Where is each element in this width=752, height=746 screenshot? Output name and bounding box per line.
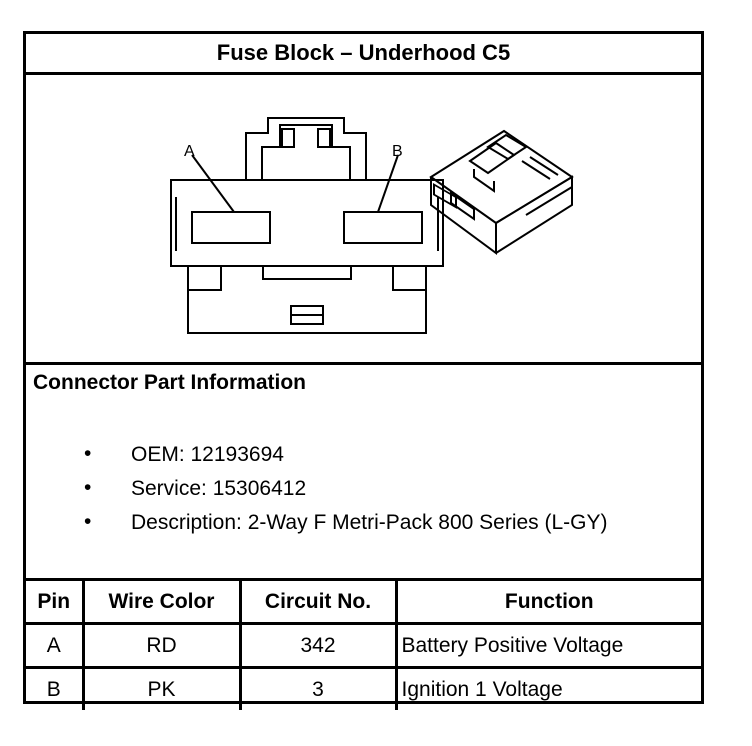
latch-outline xyxy=(245,117,367,180)
iso-latch-ridge xyxy=(486,133,528,161)
iso-side xyxy=(495,175,573,254)
leader-b xyxy=(377,154,399,213)
iso-front xyxy=(430,177,497,255)
lower-shroud xyxy=(187,266,427,334)
connector-drawing: A B xyxy=(170,117,574,334)
leader-a xyxy=(191,154,235,213)
cell-pin: B xyxy=(26,666,85,710)
latch-slot-left xyxy=(281,128,295,148)
page-title: Fuse Block – Underhood C5 xyxy=(26,34,701,75)
col-header-circuit-no: Circuit No. xyxy=(238,581,398,625)
iso-rib xyxy=(521,156,559,180)
latch-inner xyxy=(261,124,351,180)
connector-body xyxy=(170,179,444,267)
latch-slot-right xyxy=(317,128,331,148)
connector-figure: A B xyxy=(26,75,701,365)
bullet-icon: • xyxy=(84,476,92,499)
cell-wire-color: PK xyxy=(81,666,242,710)
cell-function: Battery Positive Voltage xyxy=(394,622,701,669)
table-row: A RD 342 Battery Positive Voltage xyxy=(26,622,701,669)
cell-function: Ignition 1 Voltage xyxy=(394,666,701,710)
oem-number: OEM: 12193694 xyxy=(131,443,284,466)
cell-circuit-no: 3 xyxy=(238,666,398,710)
connector-part-information: Connector Part Information • OEM: 121936… xyxy=(26,365,701,581)
lower-notches xyxy=(262,266,352,280)
connector-card: Fuse Block – Underhood C5 xyxy=(23,31,704,710)
service-number: Service: 15306412 xyxy=(131,477,307,500)
table-header-row: Pin Wire Color Circuit No. Function xyxy=(26,581,701,625)
bullet-icon: • xyxy=(84,510,92,533)
cell-wire-color: RD xyxy=(81,622,242,669)
col-header-function: Function xyxy=(394,581,701,625)
col-header-wire-color: Wire Color xyxy=(81,581,242,625)
cavity-b xyxy=(343,211,423,244)
connector-isometric xyxy=(429,129,574,255)
cell-pin: A xyxy=(26,622,85,669)
info-heading: Connector Part Information xyxy=(33,371,307,394)
col-header-pin: Pin xyxy=(26,581,85,625)
iso-cavity-left xyxy=(433,182,457,209)
iso-latch-front xyxy=(473,169,495,193)
label-b: B xyxy=(392,143,403,160)
pin-table: Pin Wire Color Circuit No. Function A RD… xyxy=(26,581,701,710)
cavity-a xyxy=(191,211,271,244)
cell-circuit-no: 342 xyxy=(238,622,398,669)
iso-top xyxy=(429,129,574,225)
description: Description: 2-Way F Metri-Pack 800 Seri… xyxy=(131,511,608,534)
table-row: B PK 3 Ignition 1 Voltage xyxy=(26,666,701,710)
label-a: A xyxy=(184,143,195,160)
iso-base-step xyxy=(525,186,573,216)
lower-steps xyxy=(188,266,426,291)
bullet-icon: • xyxy=(84,442,92,465)
iso-end xyxy=(450,191,475,221)
